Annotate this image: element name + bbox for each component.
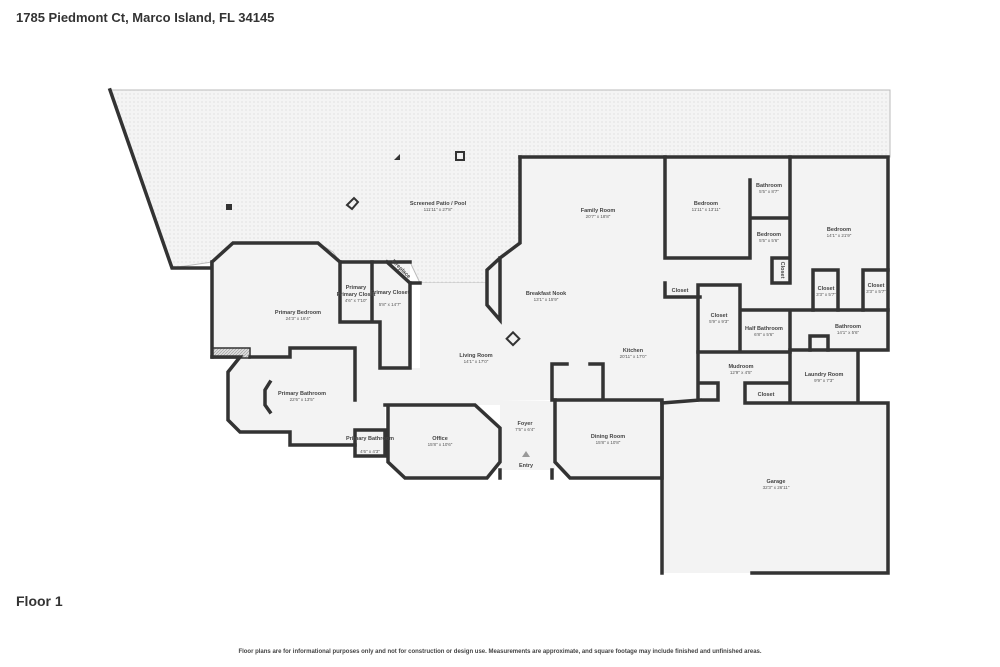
room-name: Living Room [459,353,492,359]
room-name: Primary Closet [371,290,410,296]
room-name: Primary Bathroom [346,436,394,442]
room-dimensions: 11'11" x 13'11" [692,207,721,212]
room-name: Bedroom [694,201,718,207]
room-name: Garage [767,479,786,485]
room-dimensions: 14'1" x 17'0" [464,359,489,364]
room-dimensions: 20'7" x 18'8" [586,214,611,219]
room-name: Mudroom [728,364,753,370]
room-dimensions: 32'3" x 26'11" [763,485,790,490]
room-dimensions: 6'8" x 5'6" [754,332,774,337]
walls [210,155,890,575]
room-dimensions: 14'1" x 21'9" [827,233,852,238]
room-dimensions: 15'8" x 10'8" [596,440,621,445]
room-name: Screened Patio / Pool [410,201,467,207]
room-name: Bathroom [756,183,782,189]
closet-label: Closet [758,392,775,398]
room-dimensions: 4'6" x 7'10" [345,298,368,303]
closet-label: Closet [672,288,689,294]
room-name: Closet [868,283,885,289]
room-dimensions: 9'9" x 7'3" [814,378,834,383]
room-dimensions: 12'9" x 4'5" [730,370,753,375]
room-dimensions: 7'5" x 6'4" [515,427,535,432]
room-dimensions: 3'3" x 5'7" [866,289,886,294]
room-dimensions: 4'6" x 4'3" [360,449,380,454]
room-name: Laundry Room [805,372,844,378]
room-dimensions: 13'1" x 15'9" [534,297,559,302]
room-name: Closet [818,286,835,292]
disclaimer: Floor plans are for informational purpos… [238,649,762,655]
room-name: Half Bathroom [745,326,783,332]
room-name: Kitchen [623,348,644,354]
closet-label: Closet [779,262,785,279]
room-dimensions: 111'11" x 27'8" [424,207,453,212]
room-dimensions: 14'1" x 5'6" [837,330,860,335]
room-dimensions: 5'5" x 8'7" [759,189,779,194]
room-dimensions: 24'3" x 16'4" [286,316,311,321]
room-dimensions: 20'11" x 17'0" [620,354,647,359]
room-name: Family Room [581,208,616,214]
room-name: Primary Bathroom [278,391,326,397]
floor-label: Floor 1 [16,593,63,609]
room-name: Primary [346,285,367,291]
room-dimensions: 5'9" x 9'3" [709,319,729,324]
entry-arrow-icon [522,451,530,457]
room-name: Closet [711,313,728,319]
room-dimensions: 3'3" x 5'7" [816,292,836,297]
room-dimensions: 15'8" x 10'6" [428,442,453,447]
room-name: Bathroom [835,324,861,330]
room-name: Office [432,436,448,442]
room-dimensions: 5'8" x 14'7" [379,302,402,307]
room-name: Bedroom [827,227,851,233]
room-dimensions: 22'6" x 13'5" [290,397,315,402]
room-name: Foyer [518,421,534,427]
room-name: Primary Closet [337,292,376,298]
entry-label: Entry [519,463,534,469]
patio-fixtures [226,151,521,347]
room-name: Primary Bedroom [275,310,321,316]
room-name: Dining Room [591,434,625,440]
room-name: Bedroom [757,232,781,238]
room-dimensions: 5'5" x 5'6" [759,238,779,243]
property-address: 1785 Piedmont Ct, Marco Island, FL 34145 [16,10,275,25]
room-name: Breakfast Nook [526,291,567,297]
